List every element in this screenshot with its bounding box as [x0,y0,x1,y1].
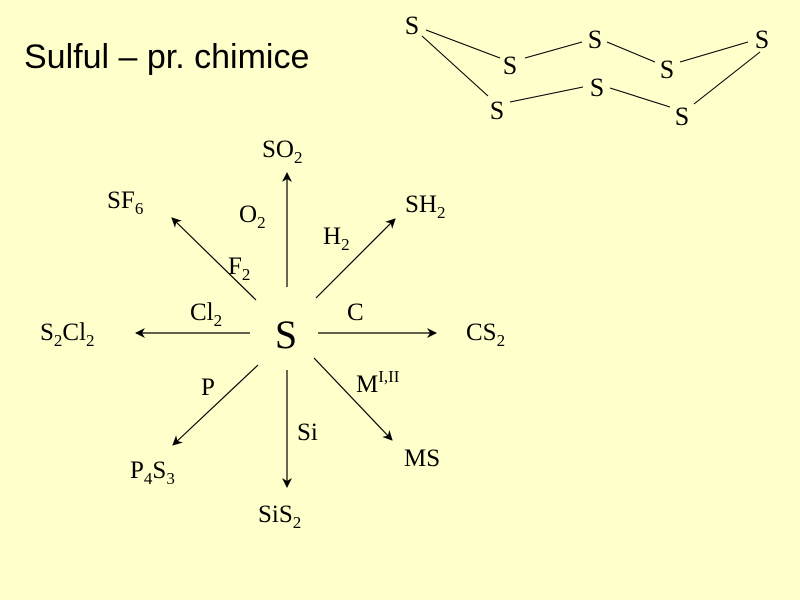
ring-bond [425,29,501,59]
product-sis2: SiS2 [258,501,301,532]
reagent-si: Si [297,419,318,446]
ring-atom: S [675,102,689,131]
s8-ring-atoms: S S S S S S S S [405,11,769,131]
ring-atom: S [755,25,769,54]
product-sh2: SH2 [405,191,445,222]
ring-atom: S [590,73,604,102]
arrow-h2 [315,218,396,299]
product-labels: SO2 SH2 CS2 MS SiS2 P4S3 S2Cl2 SF6 [40,136,505,532]
reagent-labels: O2 H2 C MI,II Si P Cl2 F2 [190,201,400,446]
product-sf6: SF6 [107,187,143,218]
reagent-m: MI,II [356,367,400,398]
arrow-p [172,364,259,446]
ring-bond [606,41,656,63]
arrow-f2 [171,217,257,301]
ring-atom: S [503,51,517,80]
product-ms: MS [404,445,440,472]
product-s2cl2: S2Cl2 [40,319,95,350]
reagent-cl2: Cl2 [190,299,222,330]
ring-atom: S [588,25,602,54]
ring-bond [509,86,584,103]
reaction-arrows [135,172,437,488]
reagent-o2: O2 [239,201,266,232]
reagent-c: C [347,299,364,326]
reagent-f2: F2 [228,253,250,284]
arrow-m [313,357,393,441]
s8-ring-bonds [421,29,761,108]
ring-bond [693,51,761,105]
ring-bond [524,41,583,59]
ring-bond [609,87,671,108]
slide-title: Sulful – pr. chimice [24,38,310,76]
reagent-p: P [201,374,215,401]
product-cs2: CS2 [466,319,505,350]
product-so2: SO2 [262,136,302,167]
ring-atom: S [490,96,504,125]
ring-atom: S [660,55,674,84]
reagent-h2: H2 [323,223,350,254]
ring-bond [679,41,749,63]
ring-bond [421,35,489,97]
product-p4s3: P4S3 [130,457,175,488]
ring-atom: S [405,11,419,40]
center-sulfur: S [275,312,297,357]
